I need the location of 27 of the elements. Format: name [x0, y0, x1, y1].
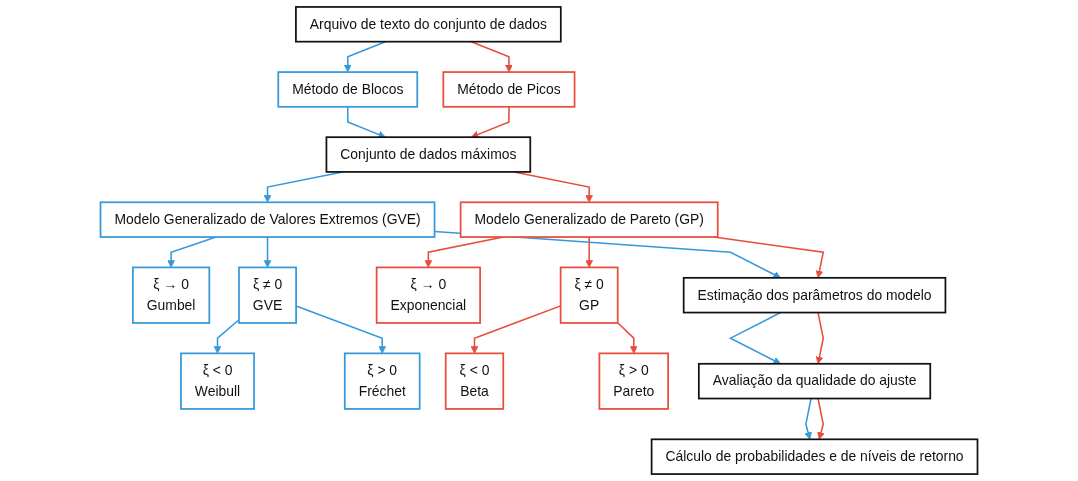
node-box: ξ < 0 Weibull — [180, 352, 255, 410]
arrow — [616, 321, 638, 354]
node-box: ξ → 0 Gumbel — [132, 266, 211, 324]
arrow — [213, 318, 240, 354]
node-box: Avaliação da qualidade do ajuste — [697, 362, 932, 400]
node-box: Arquivo de texto do conjunto de dados — [295, 6, 562, 43]
node-box: Cálculo de probabilidades e de níveis de retorno — [650, 438, 979, 475]
arrow — [263, 236, 272, 268]
node-box: ξ → 0 Exponencial — [375, 266, 481, 324]
arrow — [815, 311, 825, 365]
arrow — [347, 106, 386, 139]
arrow — [817, 397, 825, 440]
node-box: Modelo Generalizado de Valores Extremos (GVE) — [99, 201, 436, 238]
node-box: Método de Picos — [442, 71, 576, 108]
arrow — [471, 106, 510, 139]
arrow — [804, 397, 812, 440]
arrow — [585, 236, 593, 268]
node-box: Modelo Generalizado de Pareto (GP) — [459, 201, 719, 238]
node-box: Método de Blocos — [277, 71, 419, 108]
node-box: Conjunto de dados máximos — [325, 136, 532, 173]
arrow — [728, 311, 782, 365]
node-box: ξ > 0 Pareto — [598, 352, 669, 410]
node-box: Estimação dos parâmetros do modelo — [682, 276, 947, 314]
node-box: ξ < 0 Beta — [444, 352, 505, 410]
node-box: ξ ≠ 0 GP — [559, 266, 619, 324]
node-box: ξ > 0 Fréchet — [343, 352, 421, 410]
node-box: ξ ≠ 0 GVE — [238, 266, 297, 324]
